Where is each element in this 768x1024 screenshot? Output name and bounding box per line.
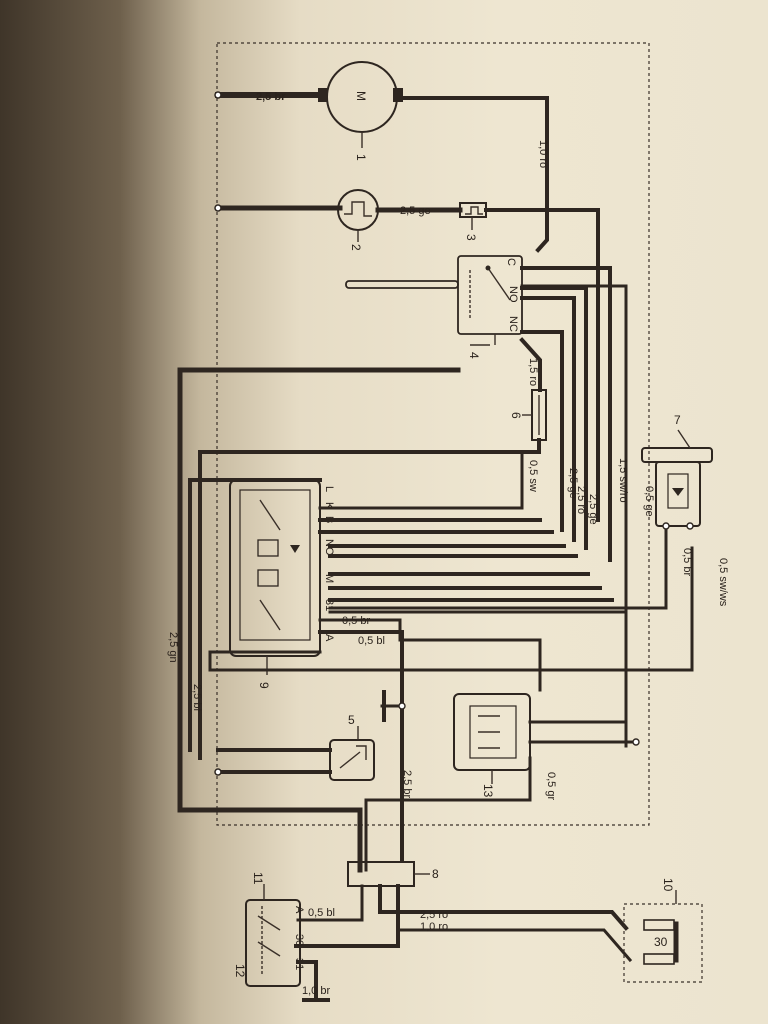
motor-1: M 1 xyxy=(214,61,403,161)
wire-label-1-0br: 1,0 br xyxy=(302,985,330,997)
motor-symbol: M xyxy=(354,91,368,101)
terminal-ign-30: 30 xyxy=(293,934,305,946)
wire-label-0-5swws: 0,5 sw/ws xyxy=(717,558,729,607)
wire-label-0-5bl-bot: 0,5 bl xyxy=(308,907,335,919)
label-12: 12 xyxy=(233,964,247,978)
label-4: 4 xyxy=(467,352,481,359)
wire-label-1-0ro-bot: 1,0 ro xyxy=(420,921,448,933)
component-3: 3 xyxy=(459,202,487,241)
wire-label-0-5bl: 0,5 bl xyxy=(358,635,385,647)
terminal-M: M xyxy=(323,574,335,583)
terminal-ign-A: A xyxy=(293,906,305,914)
wire-label-2-5ge: 2,5 ge xyxy=(400,205,431,217)
terminal-C: C xyxy=(505,258,517,266)
wire-label-0-5gr: 0,5 gr xyxy=(545,772,557,800)
label-10: 10 xyxy=(661,878,675,892)
label-8: 8 xyxy=(432,867,439,881)
label-6: 6 xyxy=(509,412,523,419)
wire-label-0-5sw: 0,5 sw xyxy=(527,460,539,492)
wire-label-2-5br: 2,5 br xyxy=(256,91,286,103)
wire-label-1-5swro: 1,5 sw/ro xyxy=(617,458,629,503)
terminal-K: K xyxy=(323,502,335,510)
label-7: 7 xyxy=(674,413,681,427)
label-2: 2 xyxy=(349,244,363,251)
component-13: 13 xyxy=(453,693,531,798)
wire-label-1-0ro: 1,0 ro xyxy=(537,140,549,168)
wire-label-0-5br-7: 0,5 br xyxy=(681,548,693,576)
wire-label-0-5ge: 0,5 ge xyxy=(643,486,655,517)
fuse-6: 6 xyxy=(509,389,547,441)
wire-label-2-5ro: 2,5 ro xyxy=(575,486,587,514)
wire-label-0-5br: 0,5 br xyxy=(342,615,370,627)
label-11: 11 xyxy=(251,872,265,885)
wire-label-2-5ro-bot: 2,5 ro xyxy=(420,909,448,921)
terminal-NC: NC xyxy=(507,316,519,332)
component-7: 7 xyxy=(641,413,713,530)
terminal-L: L xyxy=(323,486,335,492)
wire-label-2-5ge-a: 2,5 ge xyxy=(567,468,579,499)
label-5: 5 xyxy=(348,713,355,727)
fuse-value-30: 30 xyxy=(654,935,668,949)
wire-label-2-5br-low: 2,5 br xyxy=(401,770,413,798)
label-13: 13 xyxy=(481,784,495,798)
switch-5: 5 xyxy=(329,713,375,781)
label-9: 9 xyxy=(257,682,271,689)
terminal-NO: NO xyxy=(507,286,519,303)
wire-label-2-5gn: 2,5 gn xyxy=(167,632,179,663)
wire-label-2-5ge-b: 2,5 ge xyxy=(587,494,599,525)
label-3: 3 xyxy=(464,234,478,241)
component-frame xyxy=(216,42,650,826)
terminal-ign-31: 31 xyxy=(293,958,305,970)
fuse-box-10: 10 30 xyxy=(623,878,703,983)
terminal-A: A xyxy=(323,634,335,642)
component-2: 2 xyxy=(214,189,379,251)
wire-label-2-5bl: 2,5 bl xyxy=(191,684,203,711)
ignition-switch-11: 11 12 A 30 31 xyxy=(233,872,305,987)
label-1: 1 xyxy=(354,154,368,161)
switch-4: 4 C NO NC xyxy=(345,255,523,359)
wire-label-1-5ro: 1,5 ro xyxy=(527,358,539,386)
relay-9: 9 L K B NO M 31 A xyxy=(229,479,335,689)
